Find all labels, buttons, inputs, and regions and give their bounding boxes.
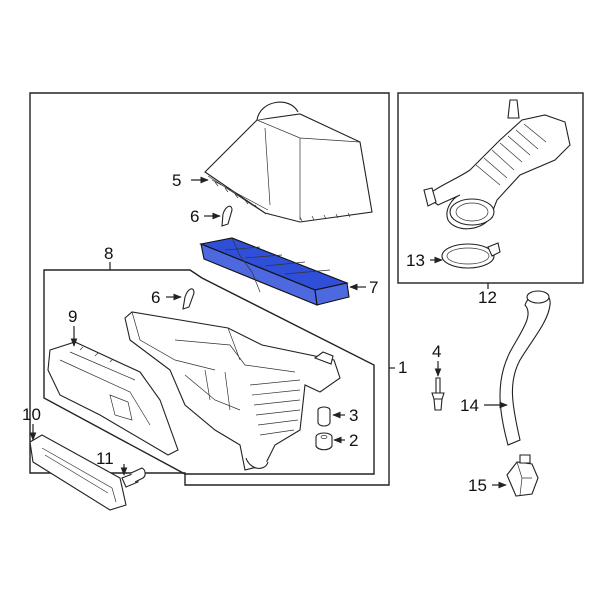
callout-6-lower: 6 [151,288,160,307]
bolt-4 [431,377,445,411]
hose-frame-12 [397,92,584,284]
callout-3: 3 [349,406,358,425]
clip-lower [182,288,195,310]
callout-13: 13 [406,251,425,270]
callout-6-upper: 6 [190,207,199,226]
callout-1: 1 [398,358,407,377]
callout-labels: 1 2 3 4 5 6 6 7 8 9 10 11 12 13 14 15 [22,171,497,495]
callout-12: 12 [478,288,497,307]
insulator-2 [315,432,333,451]
leader-lines [29,176,508,489]
hose-clamp [441,242,501,269]
callout-5: 5 [172,171,181,190]
bolt-11 [121,467,146,488]
callout-10: 10 [22,405,41,424]
intake-duct [47,341,179,456]
grommet-3 [317,406,331,427]
callout-15: 15 [468,476,487,495]
callout-11: 11 [96,449,114,468]
assembly-frame-8 [43,269,375,475]
callout-8: 8 [104,244,113,263]
inlet-duct [29,434,127,511]
air-filter-element [199,237,350,306]
vent-hose [499,290,551,446]
callout-7: 7 [369,278,378,297]
air-cleaner-housing [124,311,341,471]
callout-4: 4 [432,342,441,361]
callout-2: 2 [349,431,358,450]
callout-9: 9 [68,307,77,326]
intake-tube [423,99,571,230]
valve-15 [506,454,539,497]
air-cleaner-cover [204,101,373,223]
assembly-frame-1 [29,92,390,486]
callout-14: 14 [460,396,479,415]
clip-upper [221,205,233,227]
